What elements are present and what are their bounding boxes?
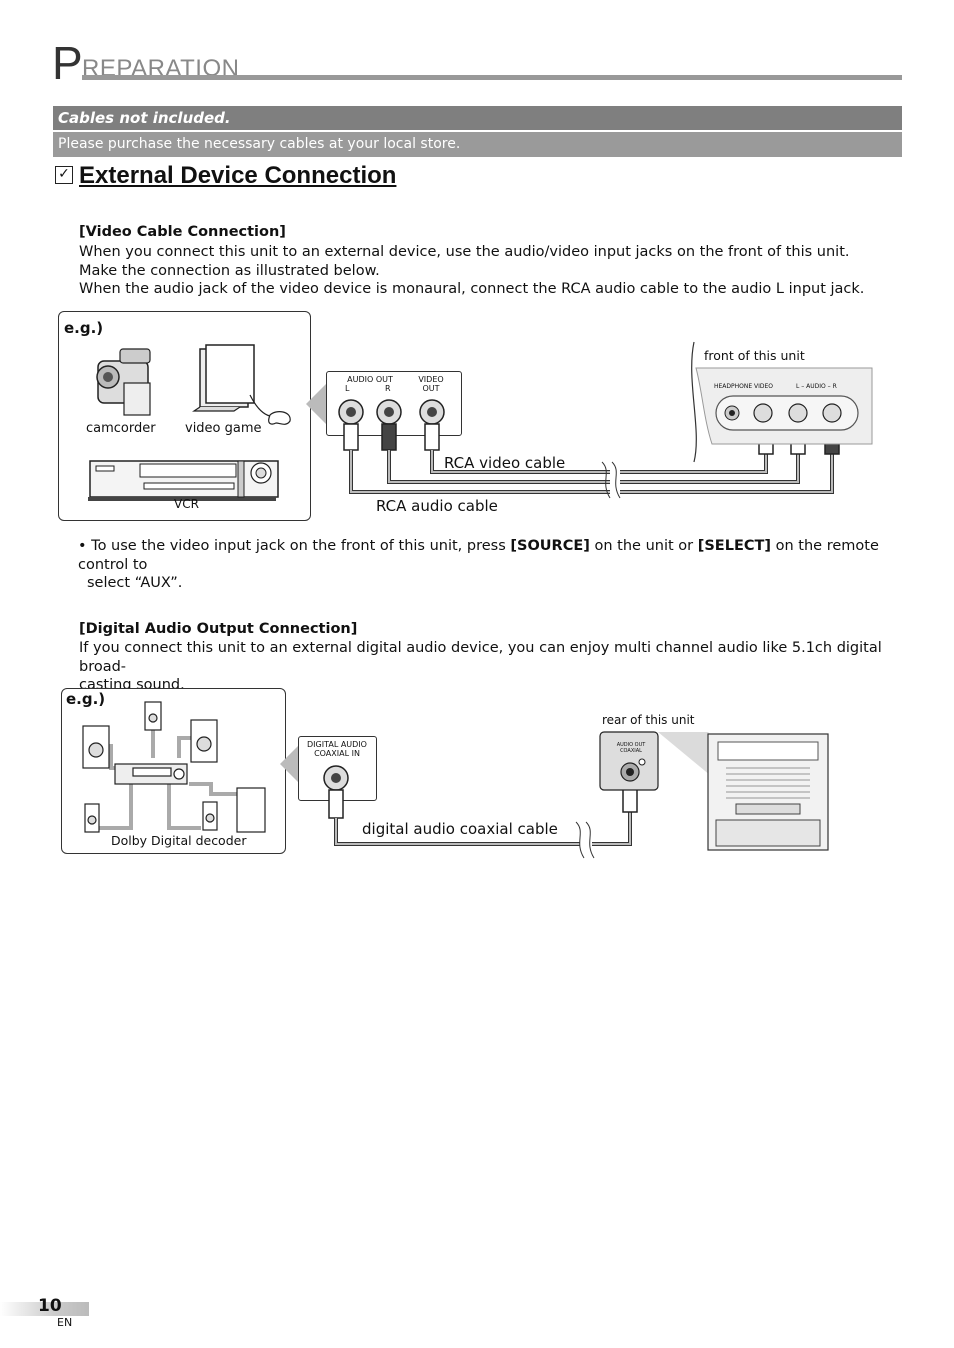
video-out-label: VIDEO OUT (418, 375, 444, 393)
pointer-arrow-1 (306, 382, 328, 426)
source-button-ref: [SOURCE] (510, 538, 590, 554)
audio-out-label: AUDIO OUT (347, 375, 393, 384)
unit-front-panel (691, 341, 873, 463)
bullet-pre: To use the video input jack on the front… (91, 538, 511, 554)
select-button-ref: [SELECT] (697, 538, 772, 554)
unit-video-label: VIDEO (754, 383, 774, 390)
video-game-label: video game (185, 421, 262, 436)
camcorder-icon (96, 348, 151, 416)
front-unit-label: front of this unit (704, 348, 805, 363)
audio-r-label: R (385, 384, 391, 393)
bullet-line-2: select “AUX”. (87, 575, 183, 591)
video-description: When you connect this unit to an externa… (79, 243, 909, 299)
video-line-2: Make the connection as illustrated below… (79, 262, 380, 279)
vcr-icon (88, 460, 279, 501)
video-line-1: When you connect this unit to an externa… (79, 244, 850, 260)
game-console-icon (192, 344, 291, 425)
coax-out-label: AUDIO OUT COAXIAL (616, 742, 646, 754)
notice-text-band: Please purchase the necessary cables at … (53, 132, 902, 157)
video-eg-label: e.g.) (64, 319, 104, 337)
video-subtitle: [Video Cable Connection] (79, 224, 286, 240)
section-title: External Device Connection (79, 162, 397, 189)
digital-line-1: If you connect this unit to an external … (79, 640, 882, 675)
coax-cable-diagram (323, 765, 638, 859)
jack-audio-r (376, 399, 402, 425)
unit-audio-label: L – AUDIO – R (796, 383, 837, 390)
bullet-post: on the remote control to (78, 538, 879, 573)
rear-unit-label: rear of this unit (602, 713, 695, 727)
coax-cable-label: digital audio coaxial cable (362, 820, 558, 838)
speaker-system-illustration (82, 701, 266, 833)
title-rule (82, 75, 902, 80)
page-number-bar (0, 1302, 89, 1316)
checkbox-icon: ✓ (55, 166, 73, 184)
page-number: 10 (38, 1296, 62, 1316)
notice-title-band: Cables not included. (53, 106, 902, 130)
vcr-label: VCR (174, 497, 199, 511)
devices-illustration (88, 344, 291, 501)
jack-audio-l (338, 399, 364, 425)
rca-audio-cable-label: RCA audio cable (376, 497, 498, 515)
receiver-icon (114, 763, 188, 785)
jack-video-out (419, 399, 445, 425)
digital-in-label: DIGITAL AUDIO COAXIAL IN (307, 740, 367, 758)
pointer-arrow-2 (280, 742, 302, 786)
video-line-3: When the audio jack of the video device … (79, 281, 865, 297)
digital-subtitle: [Digital Audio Output Connection] (79, 621, 358, 637)
bullet-mid: on the unit or (589, 538, 698, 554)
rca-video-cable-label: RCA video cable (444, 454, 566, 472)
language-code: EN (57, 1316, 73, 1329)
camcorder-label: camcorder (86, 421, 156, 436)
notice-title: Cables not included. (58, 109, 231, 127)
audio-l-label: L (345, 384, 350, 393)
speaker-icon (82, 701, 266, 833)
digital-eg-label: e.g.) (66, 690, 106, 708)
digital-description: If you connect this unit to an external … (79, 639, 909, 695)
headphone-label: HEADPHONE (714, 383, 753, 390)
aux-instruction: • To use the video input jack on the fro… (78, 537, 908, 593)
title-initial: P (52, 37, 83, 89)
notice-text: Please purchase the necessary cables at … (58, 136, 461, 152)
unit-rear-illustration (599, 731, 829, 851)
dolby-decoder-label: Dolby Digital decoder (111, 833, 247, 848)
